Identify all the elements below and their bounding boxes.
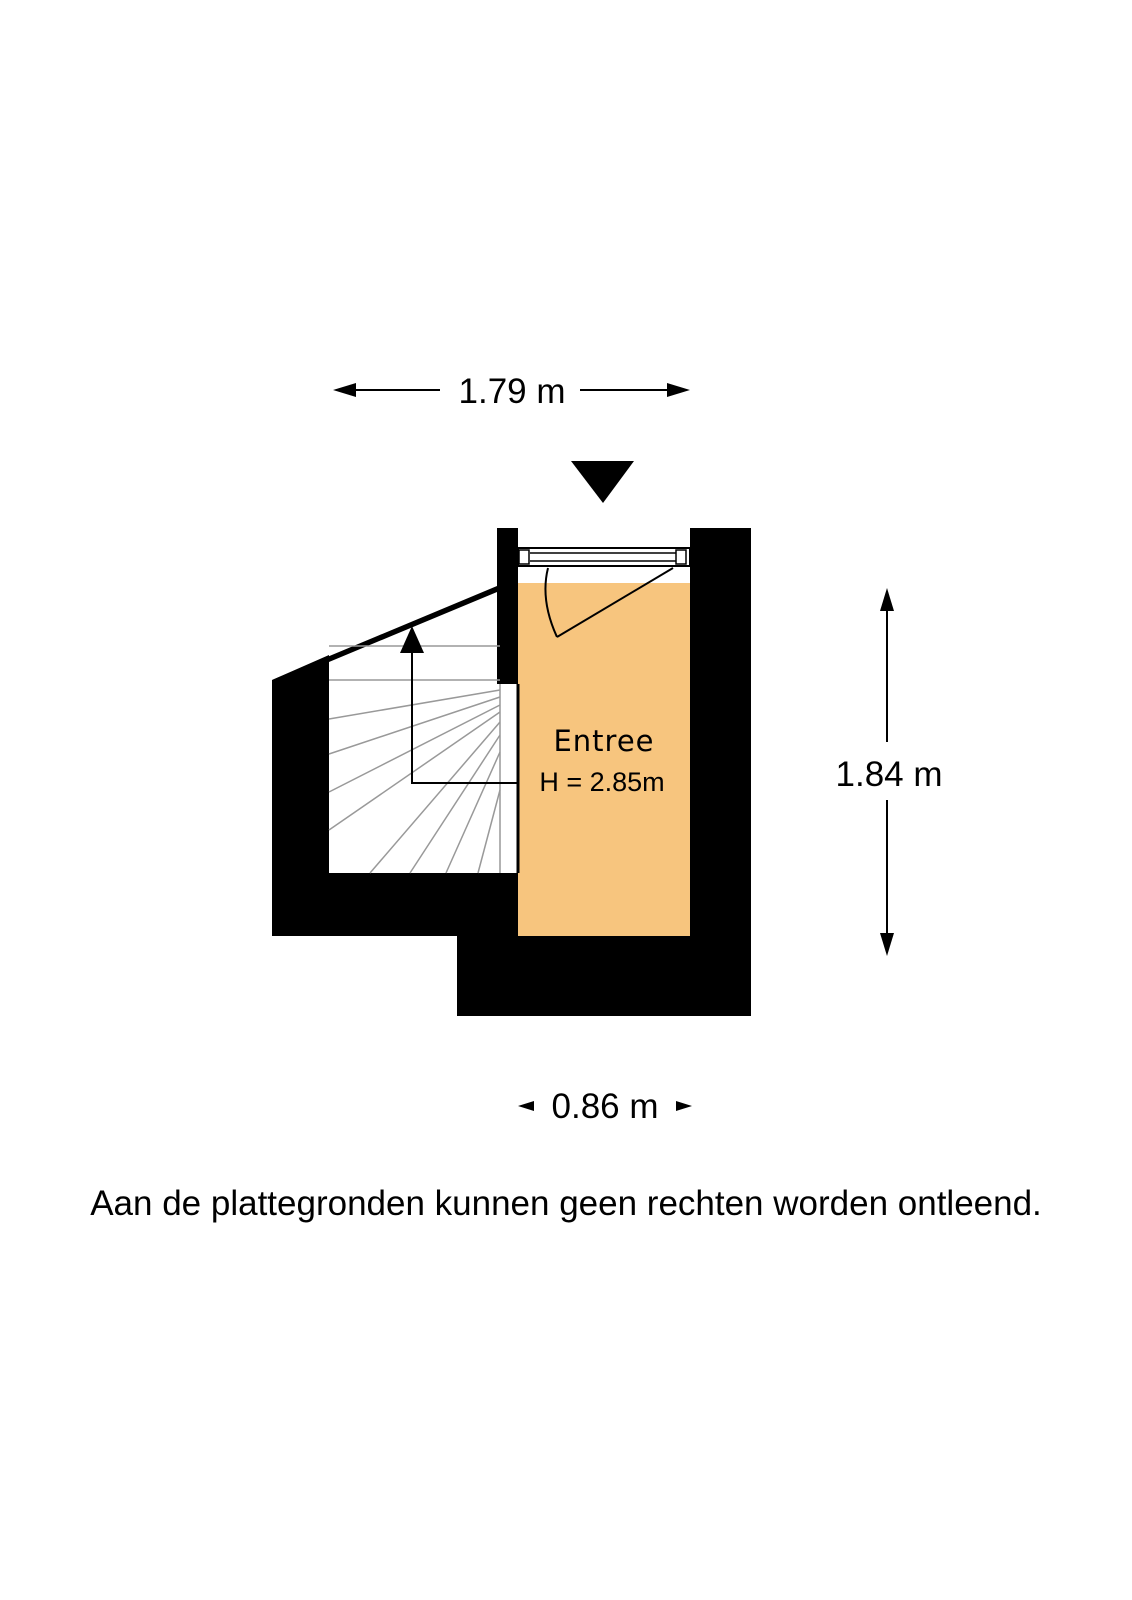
arrow-up-icon	[400, 626, 424, 653]
room-height-entree: H = 2.85m	[539, 767, 664, 797]
triangle-down-icon	[571, 461, 634, 503]
room-name-entree: Entree	[553, 724, 654, 758]
dimension-top: 1.79 m	[333, 372, 690, 411]
stair-floor	[329, 592, 500, 873]
dimension-right: 1.84 m	[836, 588, 943, 956]
walls	[272, 528, 751, 1016]
dimension-right-label: 1.84 m	[836, 755, 943, 794]
door	[517, 547, 691, 638]
stair-walking-line	[400, 626, 518, 784]
room-floor-entree	[518, 583, 690, 955]
stair-treads	[328, 645, 501, 874]
dimension-top-label: 1.79 m	[459, 372, 566, 411]
dimension-bottom-label: 0.86 m	[552, 1087, 659, 1126]
disclaimer-text: Aan de plattegronden kunnen geen rechten…	[90, 1184, 1042, 1223]
dimension-bottom: 0.86 m	[518, 1087, 692, 1126]
